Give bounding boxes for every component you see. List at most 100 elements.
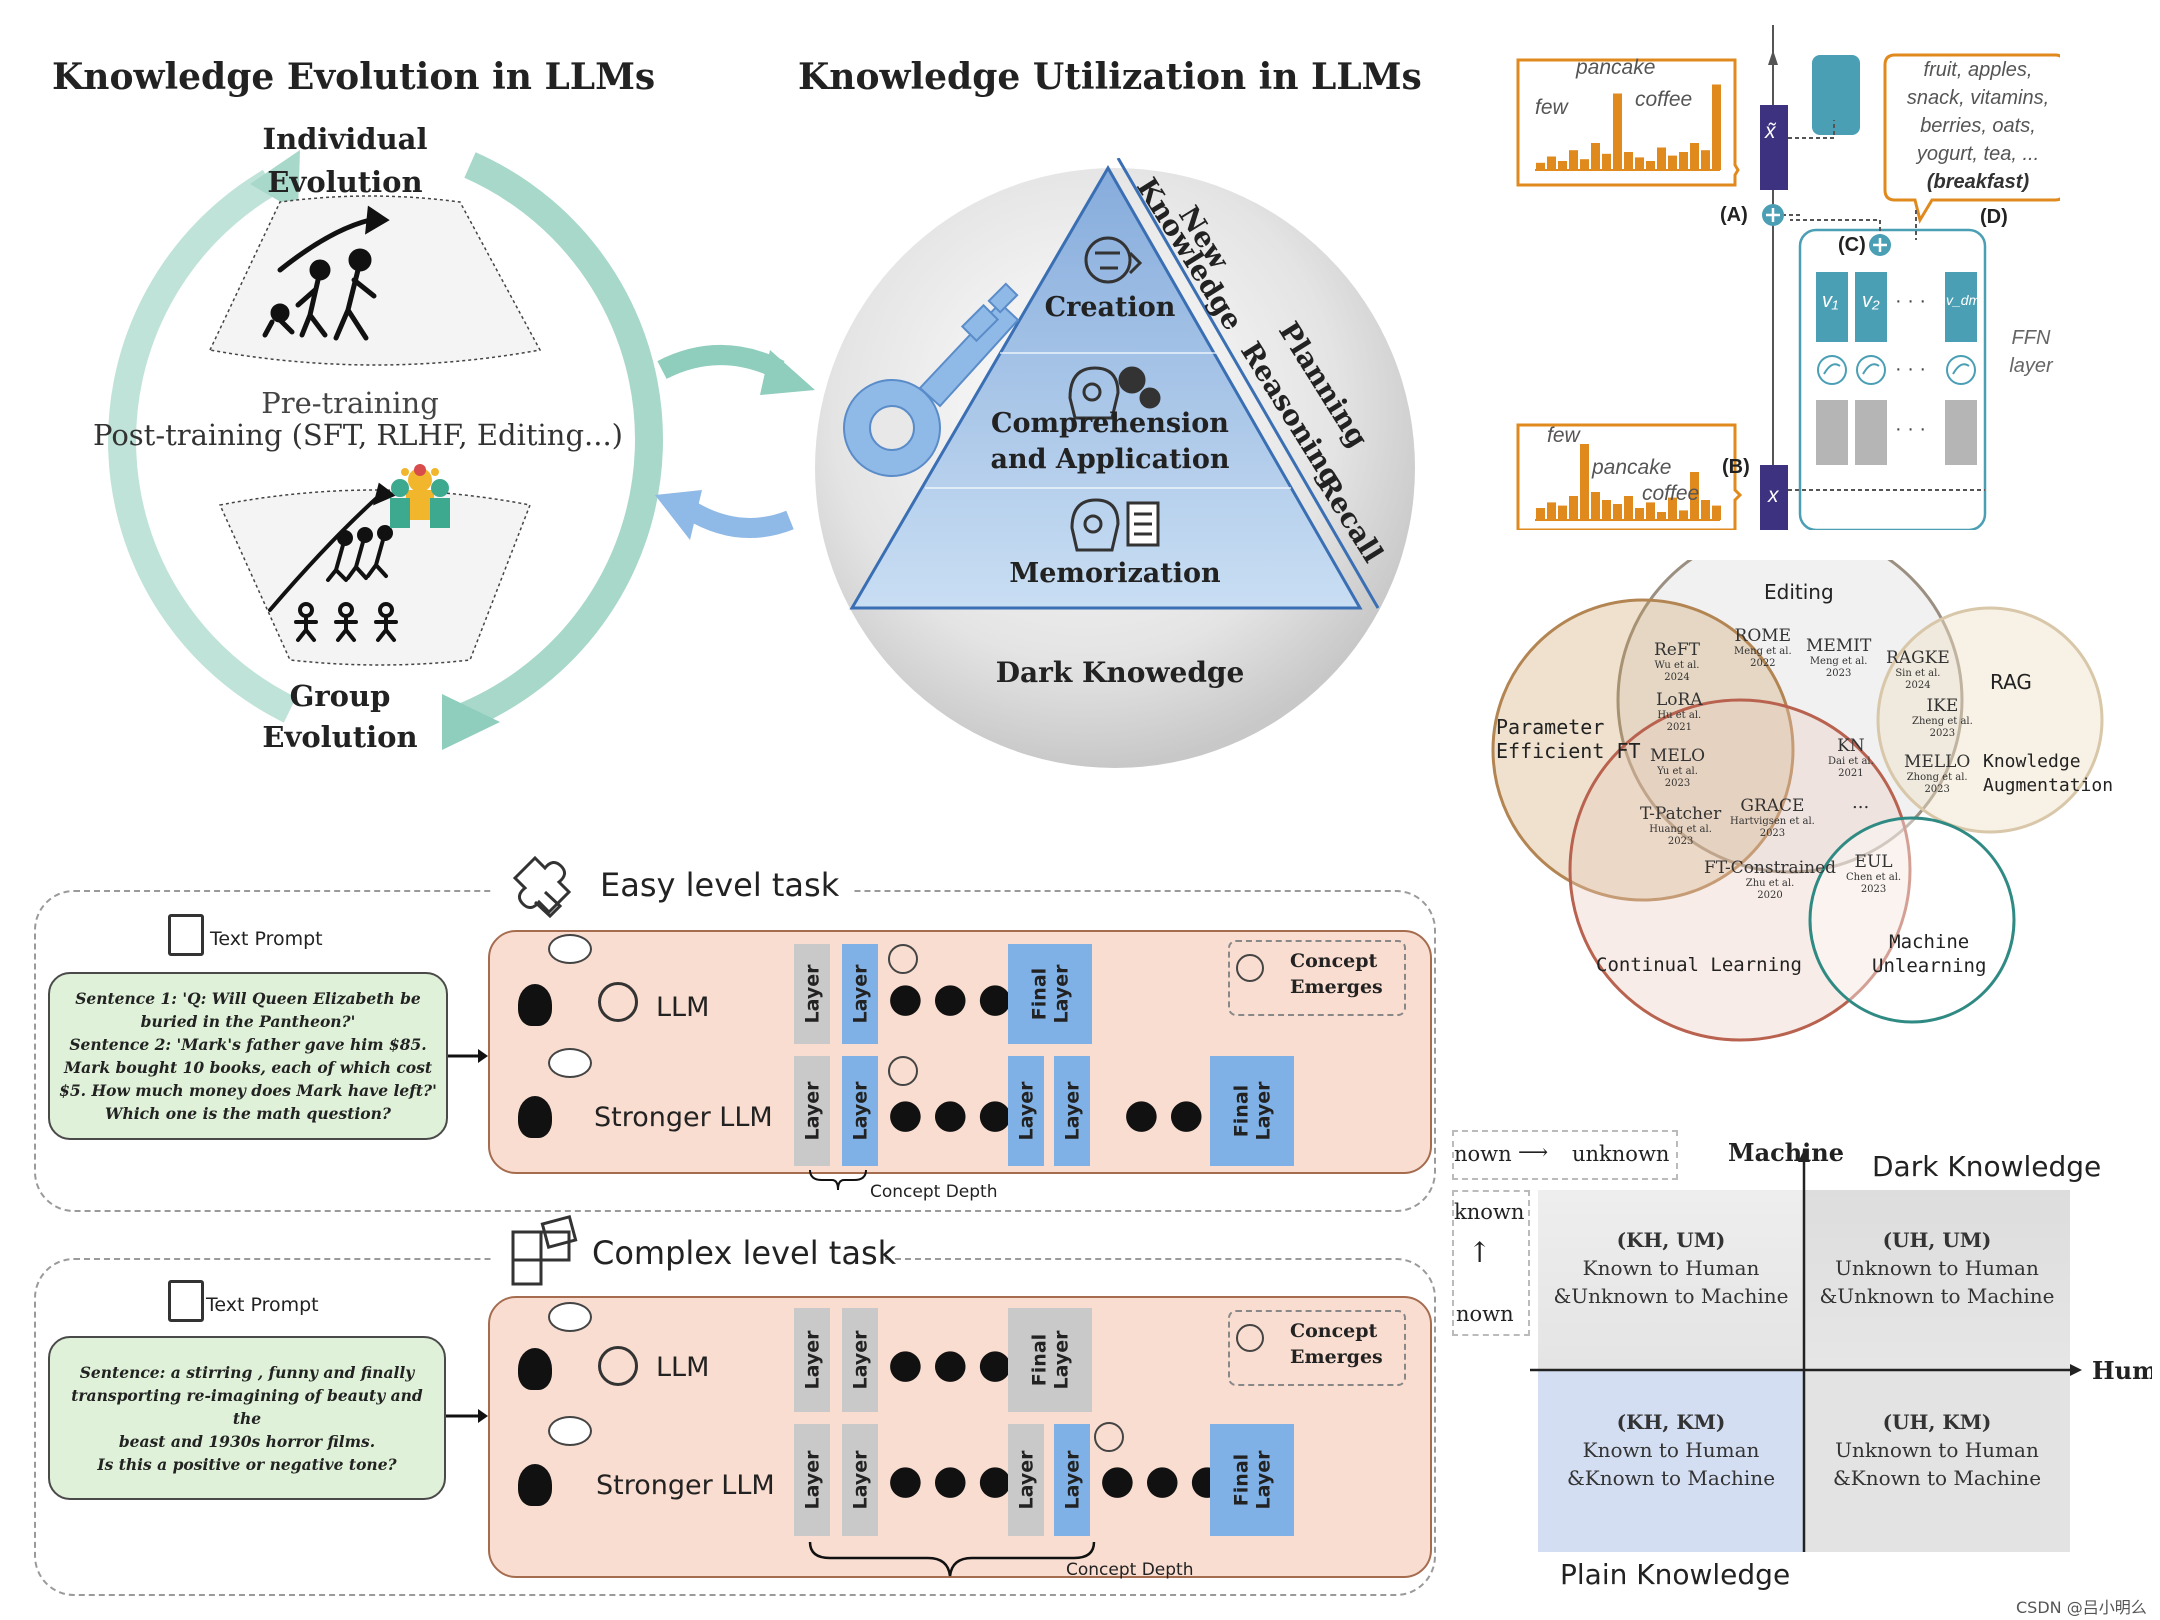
complex-stronger-layer-4: Layer: [1054, 1424, 1090, 1536]
distribution-bar: [1646, 502, 1655, 520]
cell-kh-um-text: (KH, UM) Known to Human &Unknown to Mach…: [1538, 1226, 1804, 1310]
utilization-title: Knowledge Utilization in LLMs: [798, 56, 1422, 98]
distribution-bar: [1558, 161, 1567, 170]
complex-stronger-layer-2: Layer: [842, 1424, 878, 1536]
comprehension-line-2: and Application: [990, 444, 1230, 475]
easy-prompt-line-4: Mark bought 10 books, each of which cost: [63, 1058, 433, 1077]
distribution-bar: [1712, 84, 1721, 170]
word-line-2: snack, vitamins,: [1906, 87, 2050, 109]
quadrant-kh-um: [1538, 1190, 1804, 1370]
concept-line-2: Emerges: [1290, 976, 1383, 998]
easy-prompt-line-5: $5. How much money does Mark have left?': [59, 1081, 437, 1100]
cell-code: (UH, UM): [1882, 1228, 1992, 1252]
group-line-2: Evolution: [262, 720, 418, 754]
continual-label: Continual Learning: [1596, 954, 1802, 976]
unlearning-line-2: Unlearning: [1872, 955, 1987, 977]
cell-line-1: Known to Human: [1582, 1438, 1760, 1462]
individual-line-1: Individual: [262, 122, 428, 156]
group-growth-icon: [268, 482, 398, 642]
output-block: [1812, 55, 1860, 135]
editing-label: Editing: [1764, 580, 1834, 604]
connecting-arrows: [655, 345, 815, 540]
head-icon: [518, 1096, 552, 1138]
bottom-arrowhead: [442, 694, 500, 750]
cell-line-1: Unknown to Human: [1835, 1256, 2039, 1280]
label-b: (B): [1722, 456, 1750, 478]
easy-llm-layer-2: Layer: [842, 944, 878, 1044]
cell-kh-km-text: (KH, KM) Known to Human &Known to Machin…: [1538, 1408, 1804, 1492]
complex-stronger-dots-1: ●●●: [888, 1457, 1023, 1503]
distribution-bar: [1712, 505, 1721, 520]
distribution-bar: [1657, 147, 1666, 170]
word-line-1: fruit, apples,: [1923, 59, 2033, 81]
cell-uh-um-text: (UH, UM) Unknown to Human &Unknown to Ma…: [1804, 1226, 2070, 1310]
x-tilde-label: x̃: [1765, 120, 1776, 143]
easy-stronger-layer-3: Layer: [1008, 1056, 1044, 1166]
x-label: x: [1768, 484, 1779, 507]
distribution-bar: [1690, 472, 1699, 520]
vdm-label: v_dm: [1946, 292, 1981, 308]
knowledge-pyramid: [849, 164, 1363, 610]
cell-line-2: &Unknown to Machine: [1553, 1284, 1789, 1308]
top-label-coffee: coffee: [1635, 88, 1693, 111]
peft-line-2: Efficient FT: [1496, 739, 1641, 763]
complex-llm-final-layer: Final Layer: [1008, 1308, 1092, 1412]
distribution-bar: [1613, 93, 1622, 170]
distribution-bar: [1635, 157, 1644, 170]
distribution-bar: [1580, 444, 1589, 520]
complex-task-title: Complex level task: [592, 1234, 897, 1272]
cell-line-1: Unknown to Human: [1835, 1438, 2039, 1462]
unlearning-circle: [1808, 816, 2016, 1024]
complex-prompt-line-2: transporting re-imagining of beauty and …: [71, 1385, 423, 1428]
word-line-4: yogurt, tea, ...: [1916, 143, 2040, 165]
distribution-bar: [1547, 156, 1556, 170]
ffn-label-line-2: layer: [2009, 355, 2053, 377]
concept-emerges-legend: [1228, 1310, 1406, 1386]
easy-stronger-dots-1: ●●●: [888, 1091, 1023, 1137]
rag-circle: [1876, 606, 2104, 834]
word-line-3: berries, oats,: [1920, 115, 2036, 137]
value-vector-1: [1816, 272, 1848, 342]
quadrant-uh-km: [1804, 1370, 2070, 1552]
easy-llm-final-layer: Final Layer: [1008, 944, 1092, 1044]
legend-side-arrow: ↑: [1468, 1236, 1492, 1269]
easy-prompt-line-6: Which one is the math question?: [105, 1104, 391, 1123]
easy-prompt-line-1: Sentence 1: 'Q: Will Queen Elizabeth be: [75, 989, 421, 1008]
ffn-ellipsis-1: · · ·: [1895, 290, 1927, 312]
distribution-bar: [1591, 143, 1600, 170]
distribution-bar: [1569, 150, 1578, 170]
team-icon: [390, 464, 450, 528]
complex-prompt-line-1: Sentence: a stirring , funny and finally: [79, 1362, 415, 1382]
top-distribution-bars: [1536, 84, 1721, 170]
continual-circle: [1568, 698, 1912, 1042]
easy-prompt-line-2: buried in the Pantheon?': [140, 1012, 356, 1031]
easy-task-title: Easy level task: [600, 866, 840, 904]
complex-prompt-line-4: Is this a positive or negative tone?: [97, 1454, 397, 1474]
clipboard-icon: [168, 1280, 204, 1322]
augmentation-line-1: Knowledge: [1983, 751, 2081, 772]
dark-knowledge-quadrant-label: Dark Knowledge: [1872, 1150, 2102, 1183]
venn-ellipsis: ...: [1852, 792, 1870, 813]
distribution-bar: [1635, 508, 1644, 520]
easy-llm-dots: ●●●: [888, 975, 1023, 1021]
distribution-bar: [1701, 500, 1710, 520]
comprehension-line-1: Comprehension: [991, 408, 1229, 439]
plain-knowledge-quadrant-label: Plain Knowledge: [1560, 1558, 1791, 1591]
label-d: (D): [1980, 206, 2008, 228]
venn-svg: [1491, 560, 2104, 1042]
target-icon: [598, 1346, 638, 1386]
rag-label: RAG: [1990, 670, 2032, 694]
distribution-bar: [1536, 162, 1545, 170]
easy-concept-depth-label: Concept Depth: [870, 1182, 998, 1202]
legend-unknown: unknown: [1572, 1142, 1670, 1166]
concept-line-1: Concept: [1290, 950, 1378, 972]
cell-code: (UH, KM): [1882, 1410, 1992, 1434]
cell-line-2: &Unknown to Machine: [1819, 1284, 2055, 1308]
cell-code: (KH, UM): [1616, 1228, 1726, 1252]
